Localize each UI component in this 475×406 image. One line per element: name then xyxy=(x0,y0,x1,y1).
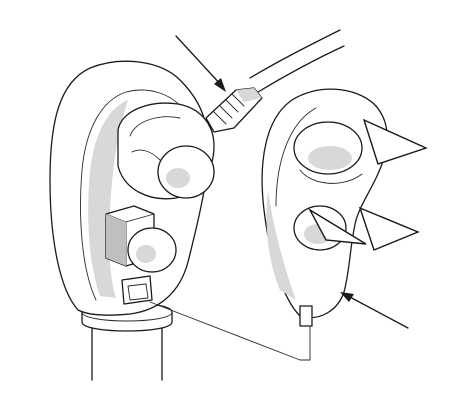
cable xyxy=(249,29,345,93)
bracket-stub xyxy=(299,305,313,327)
right-bracket xyxy=(261,88,388,327)
housing-rim xyxy=(80,89,187,301)
bracket-callout-arrow xyxy=(340,292,409,329)
leader-lines xyxy=(149,301,311,361)
left-assembly xyxy=(49,60,215,381)
cable-connector xyxy=(205,29,345,133)
mounting-hole-pointer-lower xyxy=(308,208,367,245)
connector-callout-arrow xyxy=(175,35,226,92)
base-tab xyxy=(121,275,153,305)
mounting-hole-pointer-middle xyxy=(358,206,420,251)
mounting-hole-pointer-upper xyxy=(362,118,428,165)
